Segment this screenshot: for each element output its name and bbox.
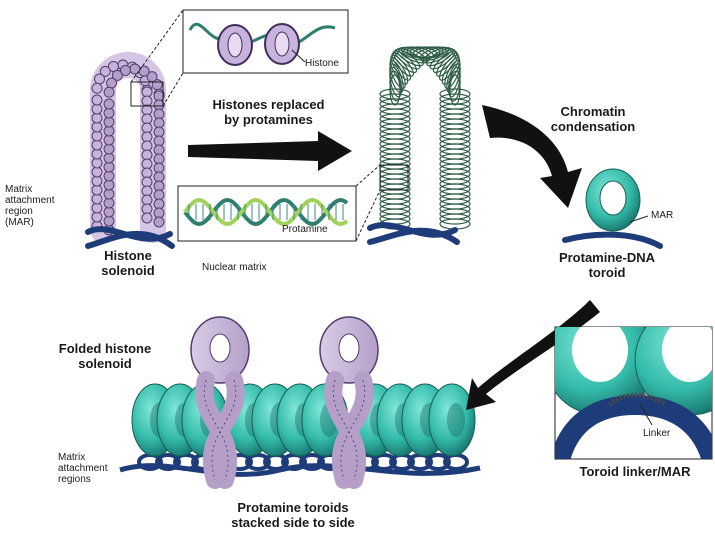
protamine-coil-turns bbox=[380, 44, 470, 229]
protamine-dna-toroid-figure bbox=[565, 169, 660, 246]
protamine-dna-toroid-label: Protamine-DNA toroid bbox=[542, 250, 672, 280]
matrix-attachment-regions-label: Matrix attachment regions bbox=[58, 452, 107, 485]
protamine-inset bbox=[178, 165, 380, 241]
toroid-linker-mar-label: Toroid linker/MAR bbox=[560, 464, 710, 479]
stacked-toroids-figure bbox=[120, 317, 480, 480]
big-right-arrow bbox=[188, 131, 352, 171]
folded-histone-solenoid-label: Folded histone solenoid bbox=[40, 341, 170, 371]
chromatin-condensation-label: Chromatin condensation bbox=[533, 104, 653, 134]
linker-label: Linker bbox=[643, 428, 670, 439]
mar-label: Matrix attachment region (MAR) bbox=[5, 184, 54, 228]
protamine-coil-figure bbox=[370, 44, 470, 242]
nuclear-matrix-label: Nuclear matrix bbox=[202, 262, 266, 273]
matrix-attachment-chain bbox=[120, 455, 480, 474]
zoom-line-2 bbox=[163, 73, 183, 106]
histone-label: Histone bbox=[305, 58, 339, 69]
toroid-mar-label: MAR bbox=[651, 210, 673, 221]
histone-solenoid-label: Histone solenoid bbox=[88, 248, 168, 278]
histone-solenoid-figure bbox=[88, 10, 183, 246]
protamine-label: Protamine bbox=[282, 224, 328, 235]
toroid-linker-inset bbox=[545, 305, 715, 460]
protamine-toroid-stack bbox=[132, 384, 475, 456]
histones-replaced-label: Histones replaced by protamines bbox=[186, 97, 351, 127]
protamine-toroids-stacked-label: Protamine toroids stacked side to side bbox=[208, 500, 378, 530]
